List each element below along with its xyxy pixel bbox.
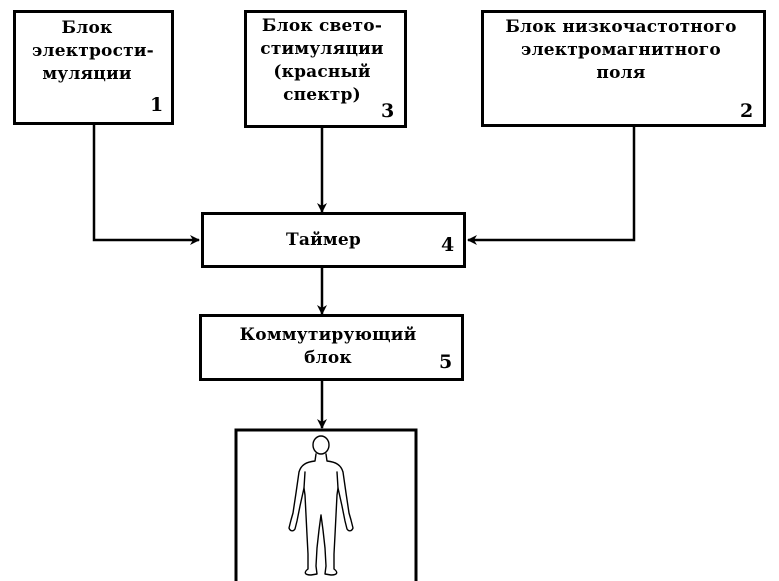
low-frequency-field-block: Блок низкочастотного электромагнитного п… [481, 10, 766, 127]
switching-block: Коммутирующий блок 5 [199, 314, 464, 381]
electrostimulation-block-label: Блок электрости- муляции [32, 18, 154, 84]
timer-block-label: Таймер [286, 230, 361, 250]
patient-frame [234, 428, 418, 581]
arrow-electrostim-to-timer [92, 125, 200, 245]
light-stimulation-block: Блок свето- стимуляции (красный спектр) … [244, 10, 407, 128]
low-frequency-field-block-number: 2 [740, 100, 754, 122]
electrostimulation-block: Блок электрости- муляции 1 [13, 10, 174, 125]
arrow-lowfreq-to-timer [467, 127, 636, 245]
light-stimulation-block-number: 3 [381, 100, 395, 122]
low-frequency-field-block-label: Блок низкочастотного электромагнитного п… [505, 17, 737, 83]
timer-block: Таймер 4 [201, 212, 466, 268]
switching-block-label: Коммутирующий блок [239, 325, 417, 368]
electrostimulation-block-number: 1 [150, 94, 164, 116]
switching-block-number: 5 [439, 351, 453, 373]
light-stimulation-block-label: Блок свето- стимуляции (красный спектр) [260, 16, 384, 105]
human-figure-icon [288, 435, 354, 576]
timer-block-number: 4 [441, 234, 455, 256]
